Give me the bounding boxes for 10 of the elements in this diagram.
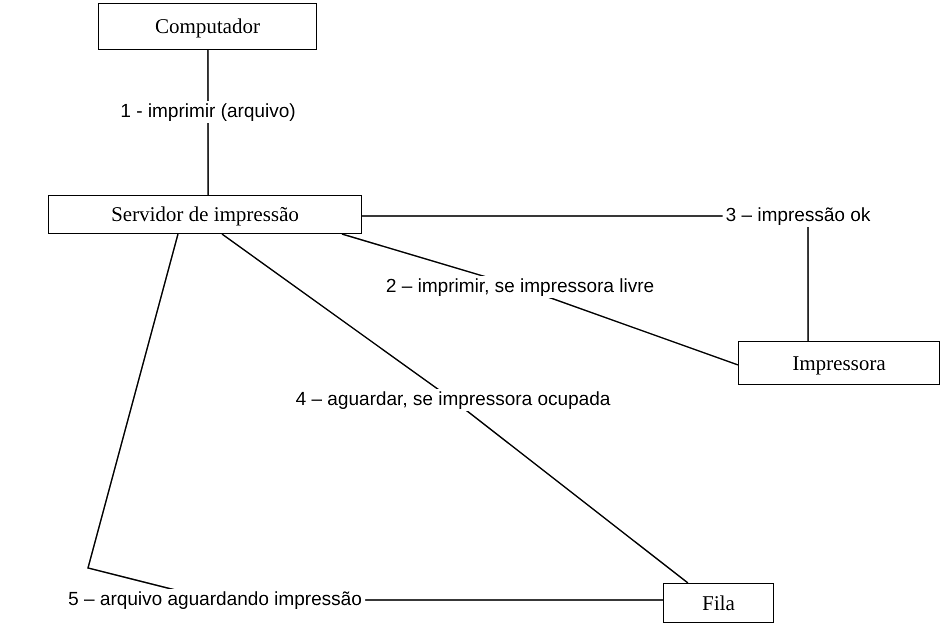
process-box — [48, 195, 362, 234]
process-box — [738, 341, 940, 385]
node-label: Computador — [155, 14, 260, 39]
edge-label: 3 – impressão ok — [722, 205, 874, 227]
process-box — [98, 3, 317, 50]
node-label: Impressora — [792, 350, 886, 376]
connector-line — [222, 233, 688, 584]
node-label: Fila — [702, 590, 735, 616]
node-label: Servidor de impressão — [111, 202, 299, 227]
process-box — [663, 583, 774, 623]
